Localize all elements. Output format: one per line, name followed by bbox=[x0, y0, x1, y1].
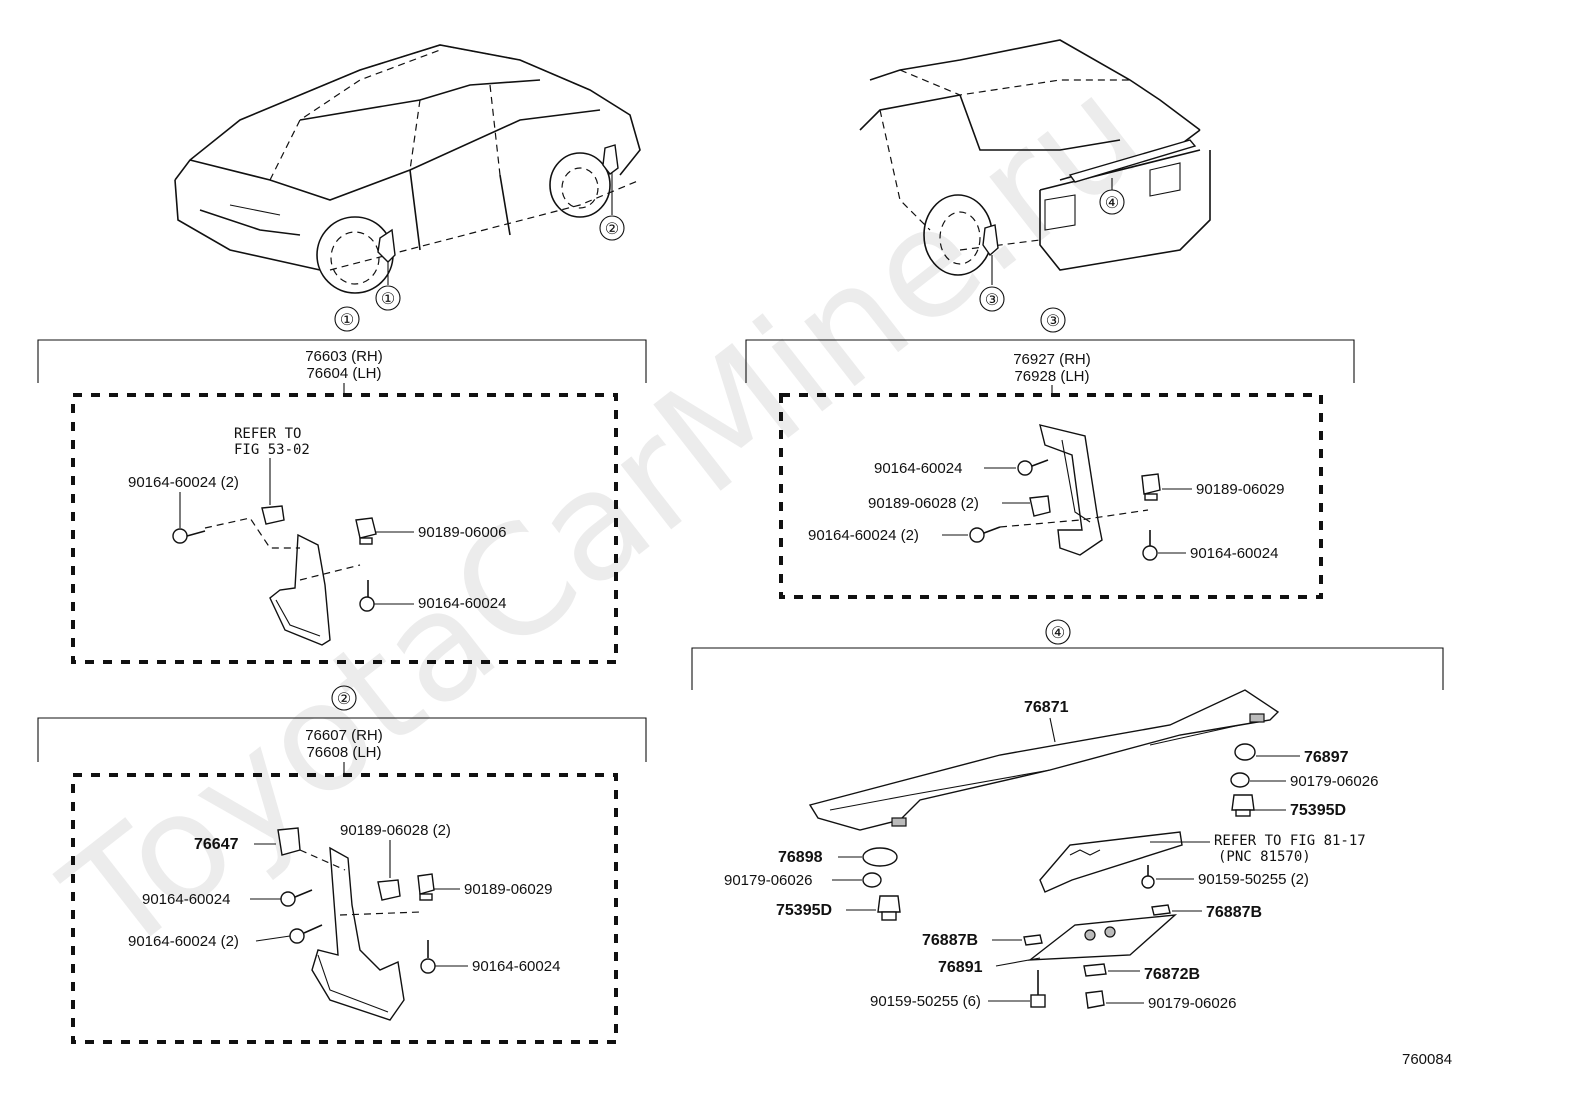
part-label[interactable]: 90189-06028 (2) bbox=[340, 822, 451, 839]
svg-text:③: ③ bbox=[1046, 313, 1060, 330]
stop-lamp-icon bbox=[1039, 831, 1183, 893]
section-3: ③ 76927 (RH) 76928 (LH) 90164-60024 9018… bbox=[745, 307, 1355, 599]
part-label[interactable]: 90164-60024 bbox=[1190, 545, 1278, 562]
part-label[interactable]: 76898 bbox=[778, 849, 823, 866]
part-label[interactable]: 90159-50255 (6) bbox=[870, 993, 981, 1010]
screw-icon bbox=[1141, 865, 1155, 889]
svg-text:①: ① bbox=[381, 291, 395, 308]
part-label[interactable]: 90164-60024 (2) bbox=[128, 474, 239, 491]
part-label[interactable]: 90164-60024 bbox=[874, 460, 962, 477]
part-label[interactable]: 90189-06029 bbox=[464, 881, 552, 898]
section-1: ① 76603 (RH) 76604 (LH) REFER TO FIG 53-… bbox=[37, 306, 647, 664]
part-label[interactable]: 76891 bbox=[938, 959, 983, 976]
rear-car-overview: ③ ④ bbox=[859, 39, 1211, 312]
screw-icon bbox=[1017, 459, 1049, 476]
section-3-marker[interactable]: ③ bbox=[1040, 307, 1066, 333]
nut-icon bbox=[355, 517, 377, 545]
part-label[interactable]: 90159-50255 (2) bbox=[1198, 871, 1309, 888]
figure-number: 760084 bbox=[1402, 1051, 1452, 1068]
svg-text:②: ② bbox=[605, 221, 619, 238]
refer-to-1: REFER TO bbox=[234, 426, 301, 442]
section-1-title-lh: 76604 (LH) bbox=[306, 365, 381, 382]
section-3-title-rh: 76927 (RH) bbox=[1013, 351, 1091, 368]
part-label[interactable]: 90179-06026 bbox=[724, 872, 812, 889]
spoiler-icon bbox=[808, 689, 1280, 831]
screw-icon bbox=[969, 526, 1001, 543]
part-label[interactable]: 76871 bbox=[1024, 699, 1069, 716]
nut-icon bbox=[1141, 473, 1161, 501]
screw-icon bbox=[1030, 970, 1046, 1008]
svg-text:②: ② bbox=[337, 691, 351, 708]
washer-icon bbox=[862, 872, 882, 888]
screw-icon bbox=[359, 580, 375, 612]
part-label[interactable]: 76872B bbox=[1144, 966, 1200, 983]
svg-text:④: ④ bbox=[1051, 625, 1065, 642]
part-label[interactable]: 76887B bbox=[1206, 904, 1262, 921]
section-2-marker[interactable]: ② bbox=[331, 685, 357, 711]
svg-text:④: ④ bbox=[1105, 195, 1119, 212]
grommet-icon bbox=[1231, 794, 1255, 817]
part-label[interactable]: 76887B bbox=[922, 932, 978, 949]
nut-icon bbox=[1085, 990, 1105, 1009]
part-label[interactable]: (PNC 81570) bbox=[1218, 849, 1311, 865]
pad-icon bbox=[1234, 743, 1256, 761]
bracket-icon bbox=[277, 827, 301, 856]
part-label[interactable]: 90179-06026 bbox=[1290, 773, 1378, 790]
part-label[interactable]: 90164-60024 (2) bbox=[128, 933, 239, 950]
refer-fig-1: FIG 53-02 bbox=[234, 442, 310, 458]
part-label[interactable]: 76897 bbox=[1304, 749, 1349, 766]
mudflap-icon bbox=[311, 846, 405, 1021]
section-4: ④ 76871 76897 90179-06026 75395D bbox=[691, 619, 1444, 1012]
screw-icon bbox=[280, 889, 313, 907]
base-plate-icon bbox=[1027, 914, 1178, 961]
front-callout-2[interactable]: ② bbox=[599, 215, 625, 241]
pad-icon bbox=[1151, 904, 1171, 916]
section-3-frame bbox=[779, 393, 1323, 599]
part-label[interactable]: 90164-60024 bbox=[472, 958, 560, 975]
rear-callout-4[interactable]: ④ bbox=[1099, 189, 1125, 215]
section-4-marker[interactable]: ④ bbox=[1045, 619, 1071, 645]
section-2-frame bbox=[71, 773, 618, 1044]
section-2-title-lh: 76608 (LH) bbox=[306, 744, 381, 761]
mudflap-icon bbox=[269, 533, 331, 646]
part-label[interactable]: 90164-60024 bbox=[418, 595, 506, 612]
screw-icon bbox=[420, 940, 436, 974]
section-2-title-rh: 76607 (RH) bbox=[305, 727, 383, 744]
section-2: ② 76607 (RH) 76608 (LH) 76647 90164-6002… bbox=[37, 685, 647, 1044]
clip-icon bbox=[261, 505, 285, 525]
svg-text:③: ③ bbox=[985, 292, 999, 309]
svg-text:①: ① bbox=[340, 312, 354, 329]
pad-icon bbox=[1083, 963, 1107, 977]
pad-icon bbox=[862, 847, 898, 867]
part-label[interactable]: REFER TO FIG 81-17 bbox=[1214, 833, 1366, 849]
part-label[interactable]: 90179-06026 bbox=[1148, 995, 1236, 1012]
screw-icon bbox=[1142, 530, 1158, 561]
section-1-marker[interactable]: ① bbox=[334, 306, 360, 332]
part-label[interactable]: 90189-06028 (2) bbox=[868, 495, 979, 512]
rear-callout-3[interactable]: ③ bbox=[979, 286, 1005, 312]
section-1-title-rh: 76603 (RH) bbox=[305, 348, 383, 365]
screw-icon bbox=[172, 528, 206, 544]
mudflap-bracket-icon bbox=[1039, 424, 1103, 556]
washer-icon bbox=[1230, 772, 1250, 788]
part-label[interactable]: 75395D bbox=[776, 902, 832, 919]
section-1-frame bbox=[71, 393, 618, 664]
clip-icon bbox=[1029, 495, 1051, 517]
pad-icon bbox=[1023, 934, 1043, 946]
grommet-icon bbox=[877, 895, 901, 921]
clip-icon bbox=[377, 879, 401, 901]
nut-icon bbox=[417, 873, 435, 901]
front-callout-1[interactable]: ① bbox=[375, 285, 401, 311]
section-3-title-lh: 76928 (LH) bbox=[1014, 368, 1089, 385]
part-label[interactable]: 76647 bbox=[194, 836, 239, 853]
part-label[interactable]: 75395D bbox=[1290, 802, 1346, 819]
front-car-overview: ① ② bbox=[174, 44, 641, 311]
screw-icon bbox=[289, 924, 323, 944]
part-label[interactable]: 90189-06006 bbox=[418, 524, 506, 541]
part-label[interactable]: 90189-06029 bbox=[1196, 481, 1284, 498]
part-label[interactable]: 90164-60024 (2) bbox=[808, 527, 919, 544]
part-label[interactable]: 90164-60024 bbox=[142, 891, 230, 908]
